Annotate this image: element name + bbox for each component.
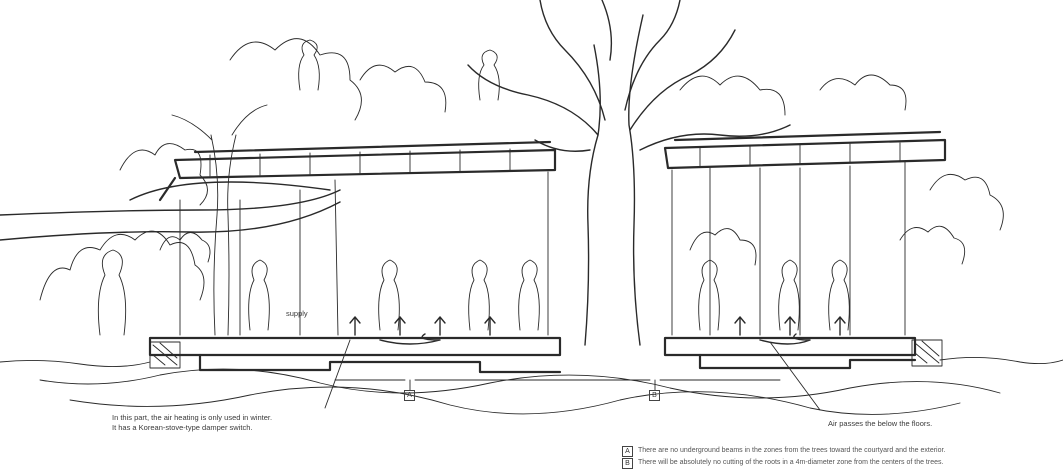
- glass-walls: [179, 161, 906, 336]
- footnote-b-text: There will be absolutely no cutting of t…: [638, 459, 944, 466]
- marker-b: B: [649, 390, 660, 401]
- airflow-arrows: [349, 316, 846, 345]
- air-heating-note-line2: It has a Korean-stove-type damper switch…: [112, 423, 253, 432]
- foundation-blocks: [149, 339, 943, 369]
- roof-right: [663, 130, 947, 170]
- ground-roots: [0, 356, 1063, 415]
- supply-label: supply: [286, 309, 308, 318]
- roof-joists: [209, 142, 901, 177]
- central-tree: [467, 0, 791, 346]
- air-heating-note-line1: In this part, the air heating is only us…: [112, 413, 273, 422]
- background-foliage: [39, 38, 1004, 301]
- marker-a: A: [404, 390, 415, 401]
- people: [97, 39, 850, 336]
- footnote-a-marker: A: [622, 446, 633, 457]
- left-tree: [171, 104, 268, 336]
- air-passage-note: Air passes the below the floors.: [828, 419, 933, 428]
- canopy-curve: [0, 181, 341, 241]
- roof-left: [158, 140, 557, 202]
- footnote-a-text: There are no underground beams in the zo…: [638, 447, 946, 454]
- footnote-b-marker: B: [622, 458, 633, 469]
- leader-lines: [324, 339, 821, 411]
